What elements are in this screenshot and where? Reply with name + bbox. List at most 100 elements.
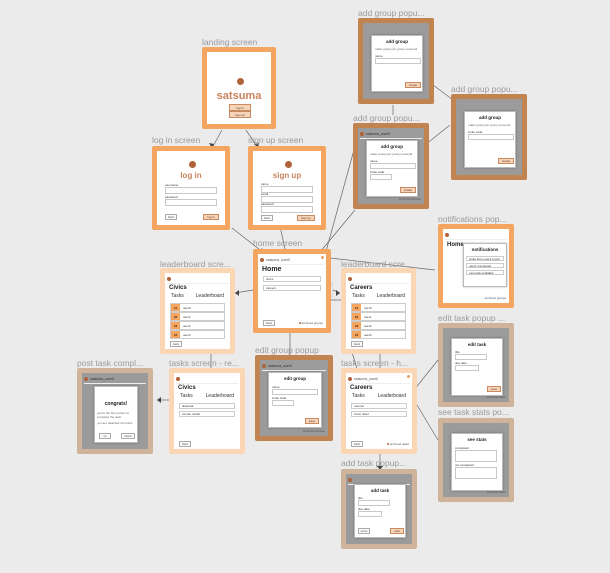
label-edit-group: edit group popup xyxy=(255,345,319,355)
name-field[interactable] xyxy=(272,389,318,395)
landing-brand: satsuma xyxy=(216,90,262,102)
incomplete-label: not completed xyxy=(455,463,474,467)
create-button[interactable]: create xyxy=(498,158,514,164)
create-button[interactable]: create xyxy=(400,187,416,193)
save-button[interactable]: save xyxy=(487,386,501,392)
name-field[interactable] xyxy=(375,58,421,64)
satsuma-logo-icon xyxy=(237,78,244,85)
app-header xyxy=(167,275,228,284)
signup-submit-button[interactable]: sign up xyxy=(297,215,315,221)
notification-item[interactable]: user1 completed xyxy=(466,263,504,268)
archived-tasks-link[interactable]: archived tasks xyxy=(486,395,506,399)
home-back-button[interactable]: back xyxy=(263,320,275,326)
group-item-civics[interactable]: civics xyxy=(263,276,321,282)
back-button[interactable]: back xyxy=(170,341,182,347)
username-label: username xyxy=(165,183,179,187)
landing-screen: satsuma log in sign up xyxy=(202,47,276,129)
notifications-popup: Home notifications invite from user1 to … xyxy=(438,224,514,308)
back-button[interactable]: back xyxy=(179,441,191,447)
tab-tasks[interactable]: Tasks xyxy=(352,393,365,399)
username-field[interactable] xyxy=(165,187,217,194)
see-stats-popup: see stats completed not completed archiv… xyxy=(438,418,514,502)
modal-title: congrats! xyxy=(104,401,128,407)
back-button[interactable]: back xyxy=(351,341,363,347)
archived-classes-link[interactable]: archived classes xyxy=(398,197,421,201)
password-field[interactable] xyxy=(261,206,313,213)
email-field[interactable] xyxy=(261,196,313,203)
tab-leaderboard[interactable]: Leaderboard xyxy=(205,393,234,399)
ok-button[interactable]: ok xyxy=(99,433,111,439)
login-back-button[interactable]: back xyxy=(165,214,177,220)
back-button[interactable]: back xyxy=(351,441,363,447)
invite-field[interactable] xyxy=(468,134,514,140)
app-header xyxy=(176,375,238,384)
group-options[interactable]: make group join group personal xyxy=(375,47,418,51)
archived-tasks-link[interactable]: archived tasks xyxy=(386,442,409,446)
archived-classes-link[interactable]: archived classes xyxy=(302,429,325,433)
archived-tasks-link[interactable]: archived tasks xyxy=(486,490,506,494)
notification-item[interactable]: invite from user1 to join xyxy=(466,256,504,261)
title-field[interactable] xyxy=(455,354,487,360)
tab-tasks[interactable]: Tasks xyxy=(171,293,184,299)
task-item[interactable]: course recital xyxy=(179,411,235,417)
close-button[interactable]: close xyxy=(358,528,370,534)
completed-label: completed xyxy=(455,446,469,450)
tab-tasks[interactable]: Tasks xyxy=(180,393,193,399)
invite-label: invite code xyxy=(272,396,287,400)
label-tasks-right: tasks screen - h... xyxy=(341,358,409,368)
name-label: name xyxy=(272,385,280,389)
tab-bar: Tasks Leaderboard xyxy=(180,393,234,399)
name-field[interactable] xyxy=(261,186,313,193)
tab-tasks[interactable]: Tasks xyxy=(352,293,365,299)
landing-login-button[interactable]: log in xyxy=(229,104,251,111)
landing-signup-button[interactable]: sign up xyxy=(229,111,251,118)
task-item[interactable]: resume xyxy=(351,403,407,409)
label-see-stats: see task stats po... xyxy=(438,407,509,417)
task-item[interactable]: cover letter xyxy=(351,411,407,417)
due-field[interactable] xyxy=(455,365,479,371)
share-button[interactable]: share xyxy=(121,433,135,439)
name-field[interactable] xyxy=(370,163,416,169)
app-header xyxy=(445,231,507,240)
save-button[interactable]: save xyxy=(305,418,319,424)
tab-leaderboard[interactable]: Leaderboard xyxy=(376,293,405,299)
group-item-careers[interactable]: careers xyxy=(263,285,321,291)
invite-field[interactable] xyxy=(370,174,392,180)
add-task-popup: add task title due date close add xyxy=(341,469,417,549)
app-header: satsuma_user0 xyxy=(260,256,324,265)
group-options[interactable]: make group join group personal xyxy=(468,123,511,127)
due-field[interactable] xyxy=(358,511,382,517)
title-field[interactable] xyxy=(358,500,390,506)
notifications-modal: notifications invite from user1 to join … xyxy=(463,243,507,287)
modal-title: add task xyxy=(370,488,390,493)
notification-bell-icon[interactable] xyxy=(407,375,410,378)
notification-item[interactable]: new task available xyxy=(466,270,504,275)
due-label: due date xyxy=(358,507,370,511)
create-button[interactable]: create xyxy=(405,82,421,88)
tab-leaderboard[interactable]: Leaderboard xyxy=(195,293,224,299)
signup-back-button[interactable]: back xyxy=(261,215,273,221)
archived-groups-link[interactable]: archived groups xyxy=(484,296,506,300)
add-button[interactable]: add xyxy=(390,528,404,534)
edit-task-modal: edit task title due date save xyxy=(451,338,503,396)
name-label: name xyxy=(261,182,269,186)
label-landing: landing screen xyxy=(202,37,258,47)
notification-bell-icon[interactable] xyxy=(321,256,324,259)
label-home: home screen xyxy=(253,238,303,248)
task-item[interactable]: dissertat xyxy=(179,403,235,409)
invite-field[interactable] xyxy=(272,400,294,406)
archived-groups-link[interactable]: archived groups xyxy=(298,321,323,325)
app-header: satsuma_user0 xyxy=(348,375,410,384)
satsuma-logo-icon xyxy=(285,161,292,168)
login-submit-button[interactable]: log in xyxy=(203,214,219,220)
home-title: Home xyxy=(262,266,282,273)
tab-leaderboard[interactable]: Leaderboard xyxy=(377,393,406,399)
group-title: Civics xyxy=(169,285,187,291)
signup-title: sign up xyxy=(272,171,302,180)
password-field[interactable] xyxy=(165,199,217,206)
group-options[interactable]: make group join group personal xyxy=(370,152,413,156)
